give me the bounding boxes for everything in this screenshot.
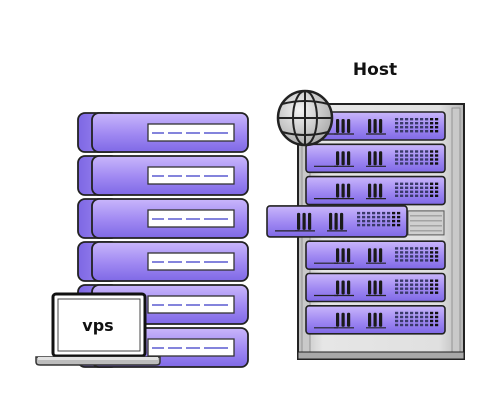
laptop-icon: vps <box>35 292 161 366</box>
host-server-unit <box>266 205 408 238</box>
host-server-unit <box>305 304 446 335</box>
globe-icon <box>276 89 334 147</box>
vps-server-unit <box>77 112 249 153</box>
vps-server-unit <box>77 155 249 196</box>
host-server-unit <box>305 111 446 141</box>
vps-server-unit <box>77 241 249 282</box>
host-label: Host <box>353 60 397 80</box>
host-server-unit <box>305 175 446 206</box>
vps-server-unit <box>77 198 249 239</box>
host-rack-units <box>266 111 446 335</box>
host-server-unit <box>305 272 446 303</box>
vps-label: vps <box>82 316 113 335</box>
host-server-unit <box>305 240 446 270</box>
host-server-unit <box>305 143 446 174</box>
